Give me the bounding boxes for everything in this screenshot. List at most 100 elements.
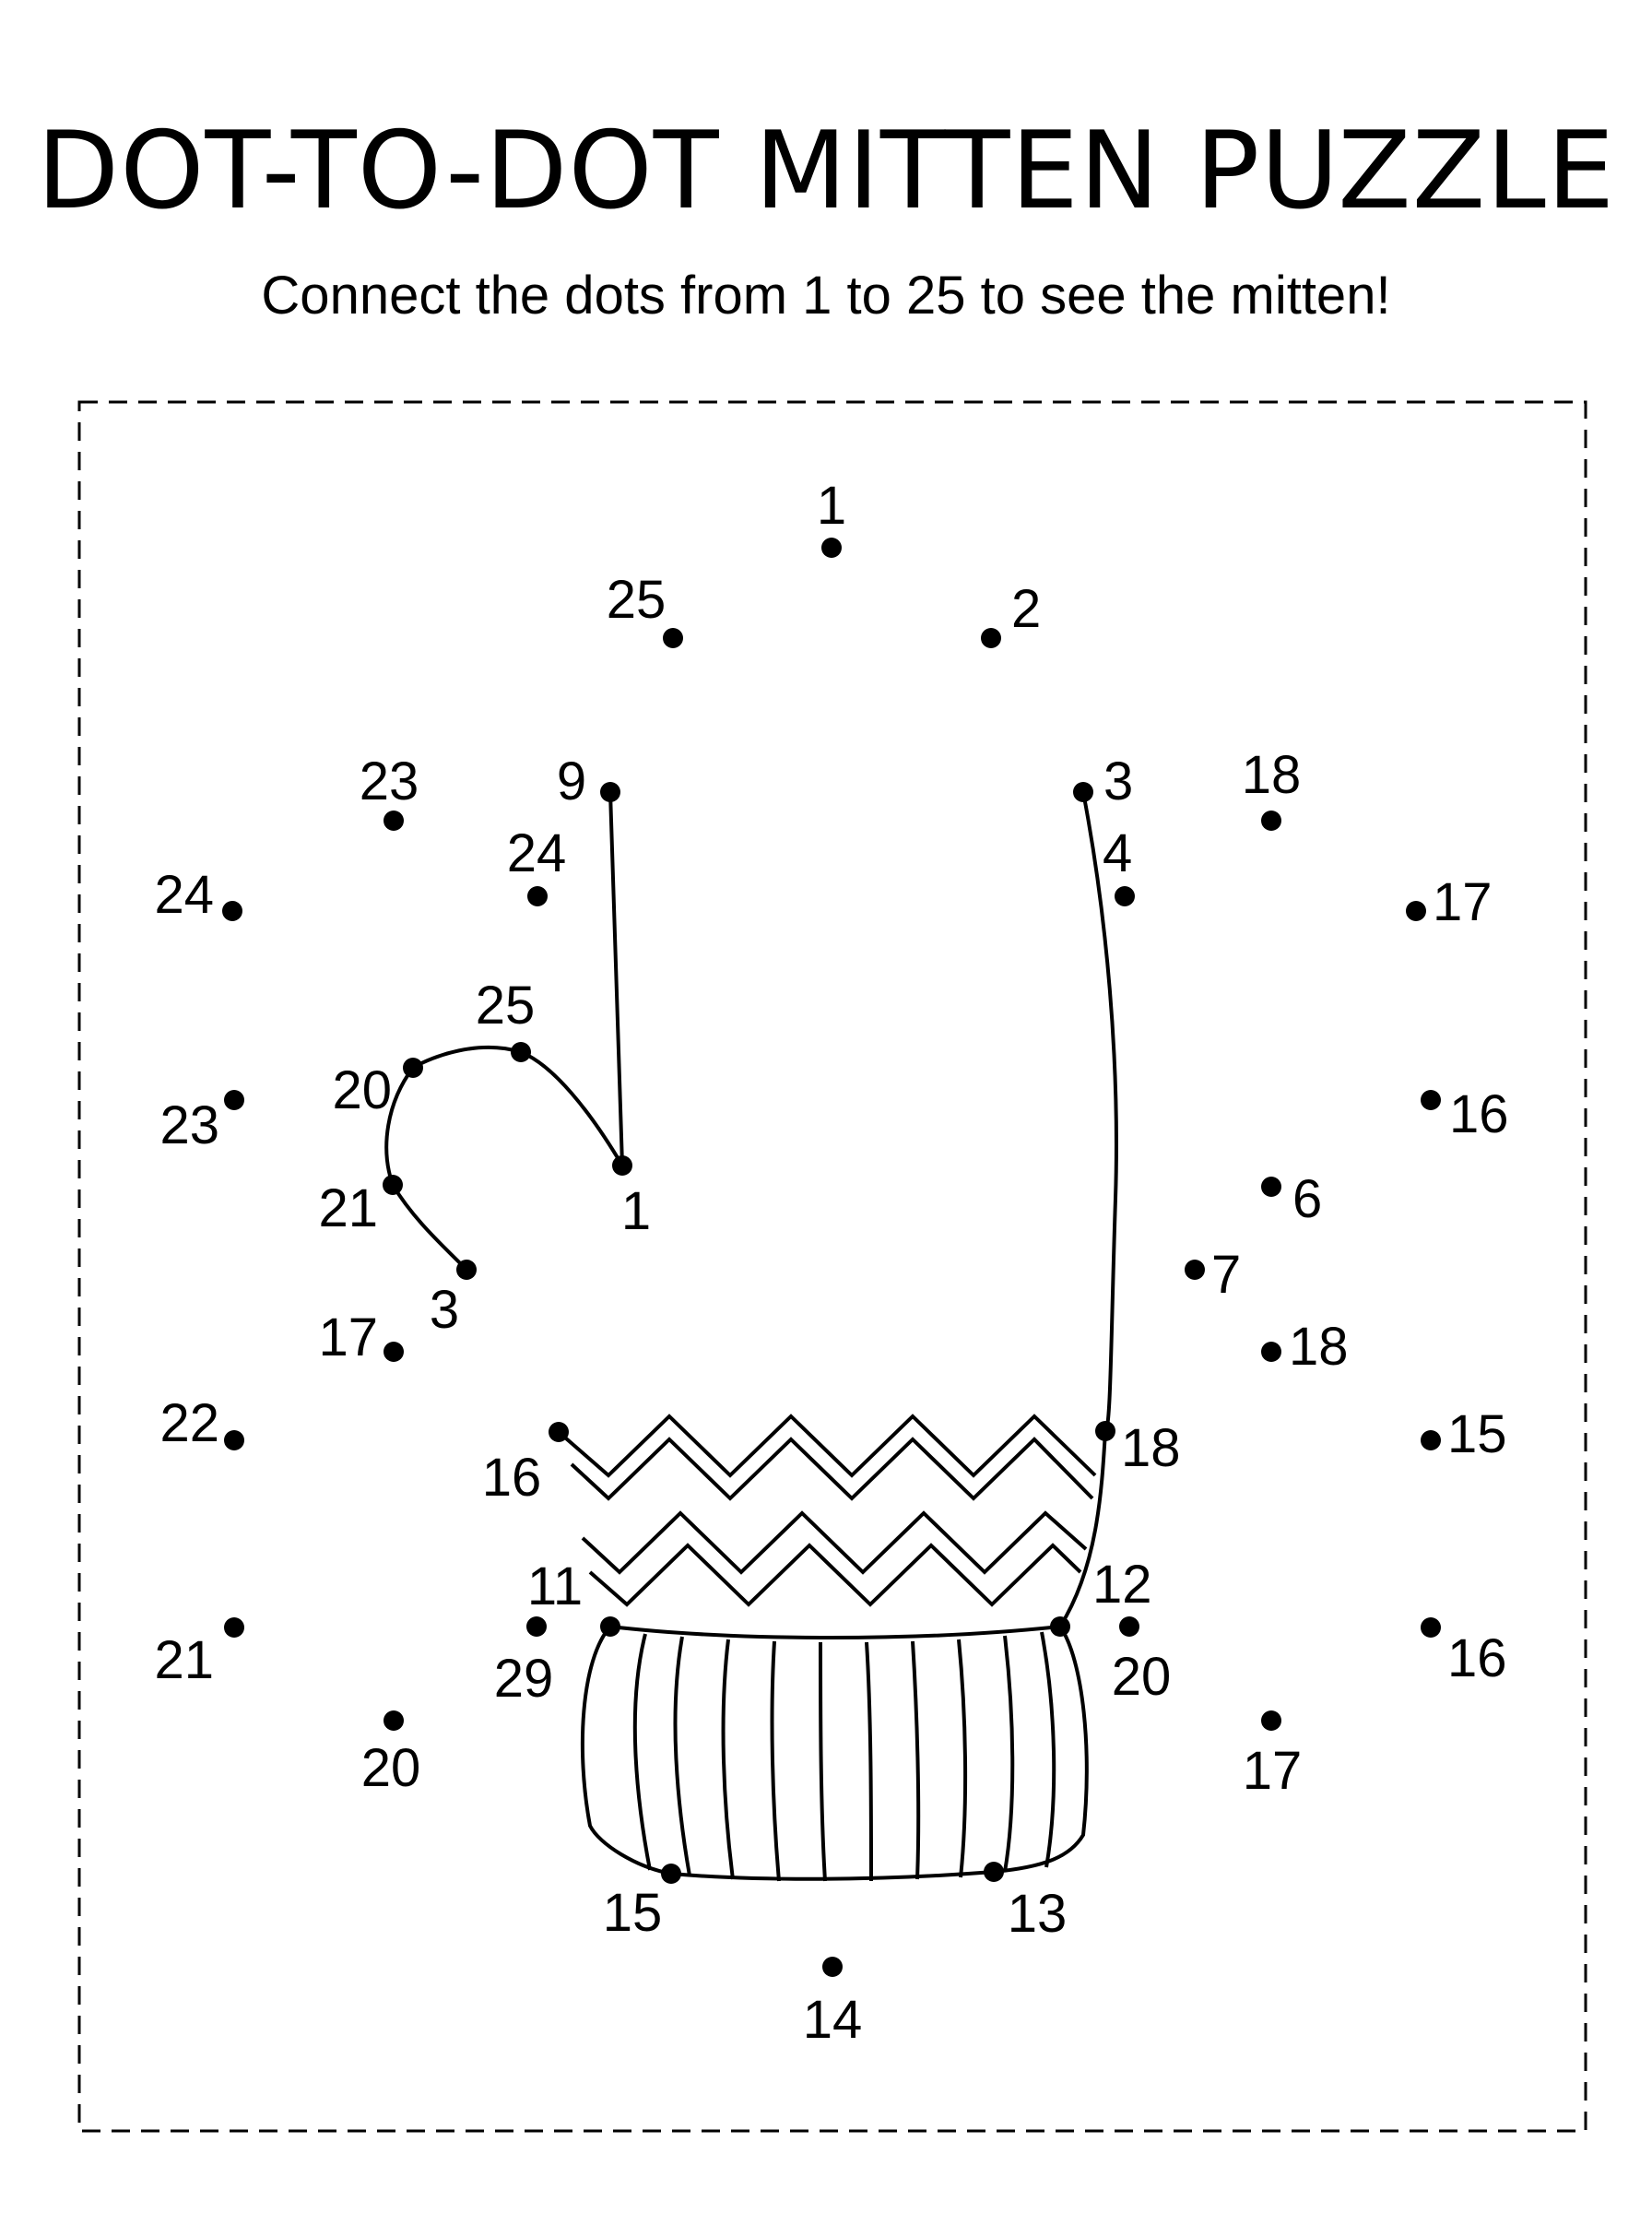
dot: [549, 1422, 569, 1442]
dot-label: 17: [318, 1308, 378, 1367]
dot-outer-17a[interactable]: 17: [1406, 872, 1493, 932]
dot-inner-4[interactable]: 4: [1103, 823, 1135, 906]
dot: [663, 628, 683, 648]
dot-outer-22[interactable]: 22: [159, 1393, 244, 1453]
dot-label: 1: [621, 1181, 651, 1241]
page-title: DOT-TO-DOT MITTEN PUZZLE: [36, 109, 1616, 233]
dot-inner-6[interactable]: 6: [1261, 1169, 1322, 1229]
dot-thumb-25[interactable]: 25: [476, 976, 536, 1062]
dot: [1073, 782, 1093, 802]
cuff-ribs: [632, 1631, 1056, 1882]
dot-label: 2: [1011, 579, 1041, 639]
dot: [1421, 1430, 1441, 1450]
dot: [822, 1957, 843, 1977]
dot-label: 21: [318, 1178, 378, 1238]
dot-cuff-20a[interactable]: 20: [1112, 1616, 1172, 1707]
dot: [600, 1616, 620, 1637]
dot: [1261, 1177, 1281, 1197]
dot-label: 20: [332, 1060, 392, 1120]
dot-outer-25[interactable]: 25: [607, 570, 683, 648]
dot: [1095, 1421, 1115, 1441]
dot-cuff-13[interactable]: 13: [984, 1862, 1067, 1944]
dot: [612, 1155, 632, 1176]
dot-thumb-1[interactable]: 1: [612, 1155, 651, 1241]
dot-label: 16: [482, 1448, 542, 1508]
dot-inner-3[interactable]: 3: [1073, 751, 1133, 811]
dot-outer-23b[interactable]: 23: [159, 1090, 244, 1155]
thumb-inner-line: [608, 790, 624, 1167]
dot: [527, 886, 548, 906]
dot-outer-17b[interactable]: 17: [1243, 1710, 1303, 1801]
dot-label: 16: [1449, 1084, 1509, 1144]
dot: [1119, 1616, 1139, 1637]
dot: [384, 1342, 404, 1362]
dot: [224, 1430, 244, 1450]
zigzag-line-3: [581, 1510, 1088, 1575]
dot: [1261, 1342, 1281, 1362]
dot-label: 1: [817, 476, 846, 536]
page-subtitle: Connect the dots from 1 to 25 to see the…: [261, 266, 1391, 325]
dot: [984, 1862, 1004, 1882]
zigzag-line-1: [557, 1414, 1097, 1478]
dot-cuff-29[interactable]: 29: [494, 1616, 554, 1709]
dot-outer-15a[interactable]: 15: [1421, 1404, 1507, 1464]
dot: [511, 1042, 531, 1062]
dot-label: 11: [527, 1556, 583, 1616]
dot-outer-2[interactable]: 2: [981, 579, 1041, 648]
dot: [1406, 901, 1426, 921]
dot-outer-16a[interactable]: 16: [1421, 1084, 1509, 1144]
dot-label: 3: [1103, 751, 1133, 811]
dot-thumb-3[interactable]: 3: [430, 1260, 477, 1340]
dot: [1421, 1617, 1441, 1638]
dot-thumb-17[interactable]: 17: [318, 1308, 404, 1367]
dot: [600, 782, 620, 802]
dot-cuff-11[interactable]: 11: [527, 1556, 620, 1637]
dot-outer-14[interactable]: 14: [803, 1957, 863, 2050]
dot-inner-24[interactable]: 24: [507, 823, 567, 906]
dot-outer-16b[interactable]: 16: [1421, 1617, 1507, 1688]
dot-thumb-20[interactable]: 20: [332, 1058, 423, 1120]
dot-label: 22: [159, 1393, 219, 1453]
dot-label: 17: [1243, 1741, 1303, 1801]
dot-label: 7: [1211, 1245, 1241, 1305]
dot-cuff-15[interactable]: 15: [603, 1864, 681, 1943]
dot-inner-18b[interactable]: 18: [1261, 1317, 1349, 1377]
dot: [222, 901, 242, 921]
dot-label: 15: [603, 1883, 663, 1943]
dot-inner-7[interactable]: 7: [1185, 1245, 1241, 1305]
zigzag-line-4: [588, 1543, 1082, 1607]
dot-outer-21[interactable]: 21: [154, 1617, 244, 1690]
dot-label: 24: [154, 865, 214, 925]
dot-label: 24: [507, 823, 567, 883]
dot-outer-24[interactable]: 24: [154, 865, 242, 925]
dot: [384, 1710, 404, 1731]
dot-label: 17: [1433, 872, 1493, 932]
dot: [403, 1058, 423, 1078]
dot-label: 18: [1242, 745, 1302, 805]
dot-cuff-12[interactable]: 12: [1050, 1555, 1152, 1637]
dot-label: 29: [494, 1649, 554, 1709]
dot-label: 4: [1103, 823, 1132, 883]
dot-cuff-16[interactable]: 16: [482, 1422, 569, 1508]
dashed-frame: [77, 400, 1587, 2133]
dot-outer-20[interactable]: 20: [361, 1710, 421, 1798]
dot: [1261, 811, 1281, 831]
dot-label: 21: [154, 1630, 214, 1690]
dot: [456, 1260, 477, 1280]
dot-label: 15: [1447, 1404, 1507, 1464]
mitten-right-outline: [1058, 790, 1118, 1628]
dot-label: 25: [607, 570, 667, 630]
dot-label: 3: [430, 1280, 459, 1340]
dot-label: 18: [1121, 1418, 1181, 1478]
dot-inner-9[interactable]: 9: [557, 751, 620, 811]
dot-thumb-21[interactable]: 21: [318, 1175, 403, 1238]
dot-label: 23: [159, 1095, 219, 1155]
dot-outer-18a[interactable]: 18: [1242, 745, 1302, 831]
dot: [821, 538, 842, 558]
dot-label: 6: [1292, 1169, 1322, 1229]
dot-outer-1[interactable]: 1: [817, 476, 846, 558]
dot: [224, 1617, 244, 1638]
dot-outer-23a[interactable]: 23: [360, 751, 419, 831]
dot-cuff-18[interactable]: 18: [1095, 1418, 1181, 1478]
